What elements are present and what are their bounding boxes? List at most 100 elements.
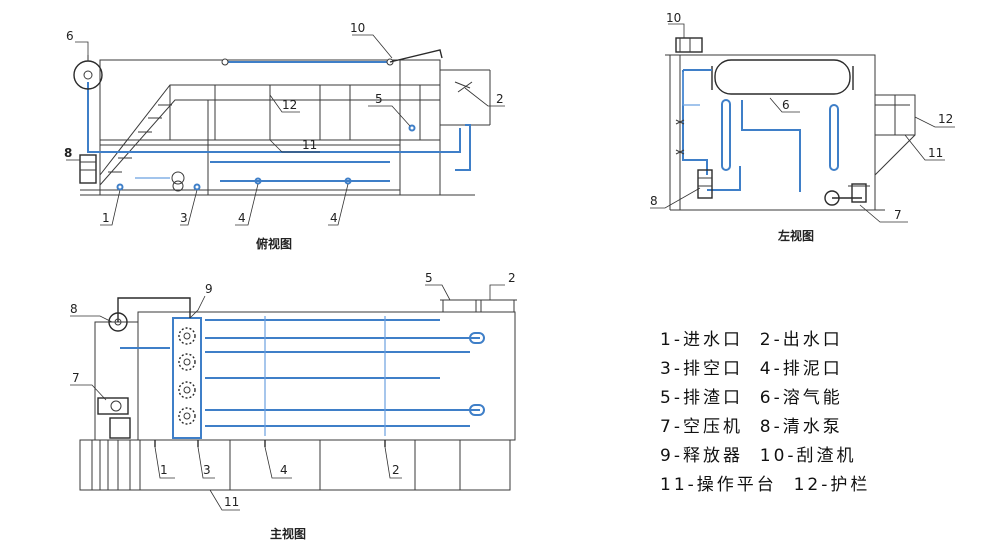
callout-7-front: 7 bbox=[72, 371, 80, 385]
scraper-drive-arm bbox=[389, 49, 443, 63]
callout-5-front: 5 bbox=[425, 271, 433, 285]
leader-8-left bbox=[650, 187, 701, 209]
callout-12-left: 12 bbox=[938, 112, 953, 126]
left-view-release-line bbox=[741, 100, 801, 192]
callout-5-top: 5 bbox=[375, 92, 383, 106]
top-view-outlet-pipe bbox=[455, 124, 471, 171]
callout-1-top: 1 bbox=[102, 211, 110, 225]
legend-row-6: 11-操作平台 12-护栏 bbox=[660, 475, 870, 495]
stair-treads bbox=[108, 104, 172, 173]
leader-3-top bbox=[180, 189, 198, 226]
port-drain bbox=[193, 183, 201, 191]
leader-9 bbox=[189, 295, 206, 319]
leader-5-front bbox=[425, 284, 451, 301]
leader-10 bbox=[352, 34, 393, 59]
callout-4-front: 4 bbox=[280, 463, 288, 477]
callout-2-top: 2 bbox=[496, 92, 504, 106]
leader-2b-front bbox=[384, 446, 402, 479]
leader-7-front bbox=[70, 384, 107, 401]
left-view-release-pipe-2 bbox=[829, 104, 839, 171]
callout-6-top: 6 bbox=[66, 29, 74, 43]
leader-10-left bbox=[668, 23, 685, 38]
front-view-caption: 主视图 bbox=[270, 526, 306, 541]
front-view: 9 8 7 5 2 1 3 4 2 11 主视图 bbox=[70, 271, 517, 541]
leader-4b-top bbox=[328, 183, 349, 226]
callout-6-left: 6 bbox=[782, 98, 790, 112]
leader-3-front bbox=[197, 446, 215, 479]
leader-11-top bbox=[269, 139, 320, 153]
callout-12-top: 12 bbox=[282, 98, 297, 112]
callout-10-left: 10 bbox=[666, 11, 681, 25]
scraper-sprocket-left bbox=[221, 58, 229, 66]
port-inlet bbox=[116, 183, 124, 191]
callout-8-left: 8 bbox=[650, 194, 658, 208]
leader-6 bbox=[75, 41, 89, 60]
left-view-caption: 左视图 bbox=[777, 228, 814, 243]
leader-1-front bbox=[154, 446, 175, 479]
left-view-pump-icon bbox=[697, 169, 713, 199]
callout-7-left: 7 bbox=[894, 208, 902, 222]
front-view-support-frame bbox=[79, 439, 511, 491]
front-view-pump-icon bbox=[108, 312, 128, 332]
callout-2-front: 2 bbox=[508, 271, 516, 285]
port-sludge-1 bbox=[254, 177, 262, 185]
callout-11-top: 11 bbox=[302, 138, 317, 152]
port-sludge-2 bbox=[344, 177, 352, 185]
guardrail-posts bbox=[169, 85, 421, 195]
callout-9-front: 9 bbox=[205, 282, 213, 296]
front-view-scum-nozzle bbox=[442, 299, 477, 313]
callout-4a-top: 4 bbox=[238, 211, 246, 225]
front-view-outlet-nozzle bbox=[480, 299, 515, 313]
scraper-motor-icon bbox=[675, 37, 703, 53]
front-view-equipment-bay bbox=[94, 321, 139, 441]
stair-rail-lower bbox=[99, 99, 440, 186]
port-scum bbox=[408, 124, 416, 132]
front-view-compressor-icon bbox=[97, 397, 129, 415]
front-view-feed-line bbox=[117, 297, 191, 322]
leader-5 bbox=[368, 105, 411, 127]
compressor-icon bbox=[171, 171, 185, 185]
legend-row-2: 3-排空口 4-排泥口 bbox=[660, 359, 843, 379]
legend: 1-进水口 2-出水口 3-排空口 4-排泥口 5-排渣口 6-溶气能 7-空压… bbox=[660, 330, 870, 495]
top-view-feed-pipe bbox=[87, 82, 461, 153]
callout-11-front: 11 bbox=[224, 495, 239, 509]
callout-8-top: 8 bbox=[64, 146, 72, 160]
front-view-release-pipes bbox=[205, 316, 485, 436]
leader-12-left bbox=[914, 116, 955, 128]
leader-12 bbox=[269, 94, 300, 113]
callout-1-front: 1 bbox=[160, 463, 168, 477]
legend-row-5: 9-释放器 10-刮渣机 bbox=[660, 446, 857, 466]
callout-4b-top: 4 bbox=[330, 211, 338, 225]
top-view: 6 10 5 2 12 11 8 1 3 4 4 俯视图 bbox=[64, 21, 505, 251]
leader-11-left bbox=[904, 134, 945, 161]
leader-6-left bbox=[769, 97, 800, 113]
callout-3-front: 3 bbox=[203, 463, 211, 477]
top-view-caption: 俯视图 bbox=[256, 236, 292, 251]
leader-4-front bbox=[264, 446, 292, 479]
left-view-pump-feed bbox=[682, 70, 708, 175]
legend-row-3: 5-排渣口 6-溶气能 bbox=[660, 388, 843, 408]
callout-8-front: 8 bbox=[70, 302, 78, 316]
dissolved-air-vessel bbox=[714, 59, 851, 95]
left-view-compressor-icon bbox=[851, 183, 867, 203]
leader-1-top bbox=[100, 189, 121, 226]
releaser-gears bbox=[178, 327, 196, 425]
leader-4a-top bbox=[235, 183, 259, 226]
callout-2b-front: 2 bbox=[392, 463, 400, 477]
clean-water-pump-icon bbox=[79, 154, 97, 184]
left-view-tank-outline bbox=[679, 54, 876, 211]
legend-row-4: 7-空压机 8-清水泵 bbox=[660, 417, 843, 437]
callout-11-left: 11 bbox=[928, 146, 943, 160]
leader-11-front bbox=[209, 489, 240, 511]
legend-row-1: 1-进水口 2-出水口 bbox=[660, 330, 843, 350]
support-bays bbox=[91, 440, 461, 490]
front-view-tank-outline bbox=[137, 311, 516, 441]
leader-2-front bbox=[489, 284, 505, 300]
left-view: 10 6 12 11 8 7 左视图 bbox=[650, 11, 955, 243]
leader-7-left bbox=[859, 204, 908, 223]
releaser-manifold bbox=[172, 317, 202, 439]
left-view-release-pipe-1 bbox=[721, 99, 731, 171]
leader-2-top bbox=[464, 87, 505, 107]
callout-3-top: 3 bbox=[180, 211, 188, 225]
